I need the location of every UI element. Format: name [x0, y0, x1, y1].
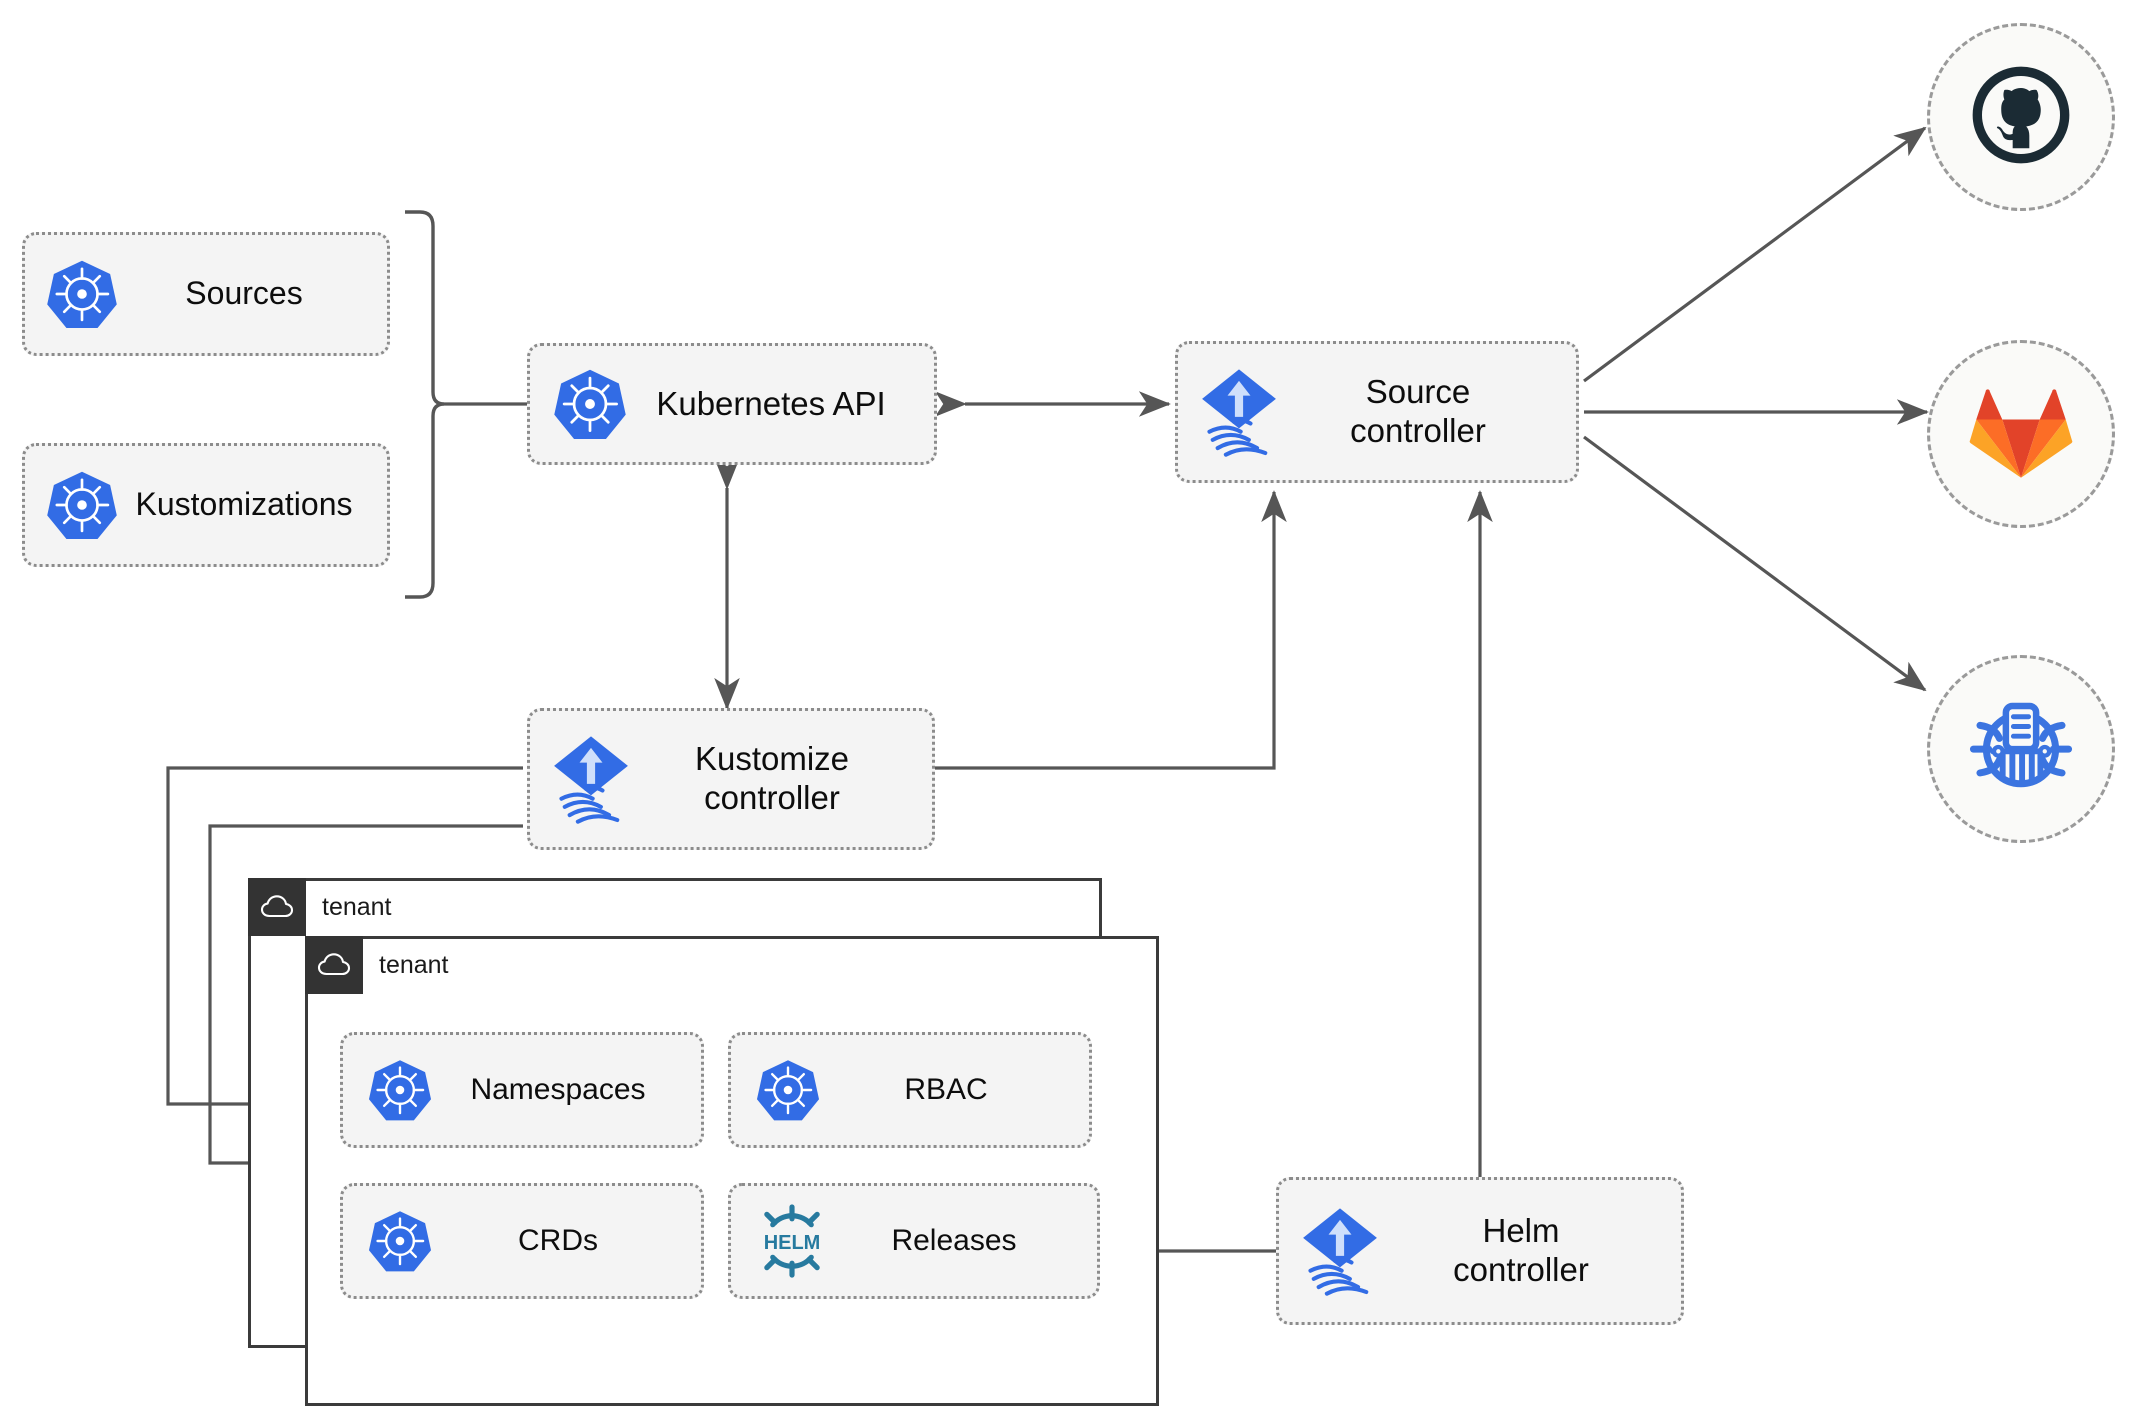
endpoint-gitlab[interactable] [1927, 340, 2115, 528]
endpoint-github[interactable] [1927, 23, 2115, 211]
endpoint-registry[interactable] [1927, 655, 2115, 843]
node-namespaces[interactable]: Namespaces [340, 1032, 704, 1148]
edge-kustomize-to-source-controller [935, 490, 1287, 770]
node-sources[interactable]: Sources [22, 232, 390, 356]
node-label: Helm controller [1453, 1212, 1589, 1288]
cloud-icon [305, 936, 363, 994]
bracket-sources-group [405, 210, 445, 599]
tenant-tab-front: tenant [305, 936, 449, 994]
kubernetes-icon [367, 1208, 433, 1274]
gitlab-icon [1969, 382, 2073, 487]
node-label: Kustomizations [135, 486, 353, 523]
node-label: Sources [185, 275, 303, 312]
flux-icon [1299, 1205, 1381, 1297]
oci-registry-icon [1967, 693, 2075, 806]
tenant-container-front[interactable] [305, 936, 1159, 1406]
kubernetes-icon [552, 366, 628, 442]
tenant-label-back: tenant [322, 892, 392, 921]
node-rbac[interactable]: RBAC [728, 1032, 1092, 1148]
github-icon [1969, 63, 2073, 172]
kubernetes-icon [45, 468, 119, 542]
node-helm-controller[interactable]: Helm controller [1276, 1177, 1684, 1325]
node-label: Kubernetes API [656, 384, 886, 422]
flux-icon [550, 733, 632, 825]
edge-source-to-registry [1583, 435, 1927, 692]
node-label: Source controller [1350, 373, 1486, 449]
node-crds[interactable]: CRDs [340, 1183, 704, 1299]
node-label: Kustomize controller [694, 740, 850, 816]
node-label: Releases [891, 1224, 1017, 1258]
kubernetes-icon [755, 1057, 821, 1123]
node-kustomizations[interactable]: Kustomizations [22, 443, 390, 567]
svg-text:HELM: HELM [764, 1232, 821, 1254]
edge-source-to-github [1583, 126, 1927, 383]
node-label: CRDs [518, 1224, 598, 1258]
kubernetes-icon [45, 257, 119, 331]
tenant-tab-back: tenant [248, 878, 392, 936]
kubernetes-icon [367, 1057, 433, 1123]
cloud-icon [248, 878, 306, 936]
tenant-label-front: tenant [379, 950, 449, 979]
node-kustomize-controller[interactable]: Kustomize controller [527, 708, 935, 850]
node-label: RBAC [904, 1073, 988, 1107]
node-source-controller[interactable]: Source controller [1175, 341, 1579, 483]
node-kubernetes-api[interactable]: Kubernetes API [527, 343, 937, 465]
node-label: Namespaces [470, 1073, 646, 1107]
helm-icon: HELM [755, 1204, 829, 1278]
flux-icon [1198, 366, 1280, 458]
node-releases[interactable]: HELM Releases [728, 1183, 1100, 1299]
